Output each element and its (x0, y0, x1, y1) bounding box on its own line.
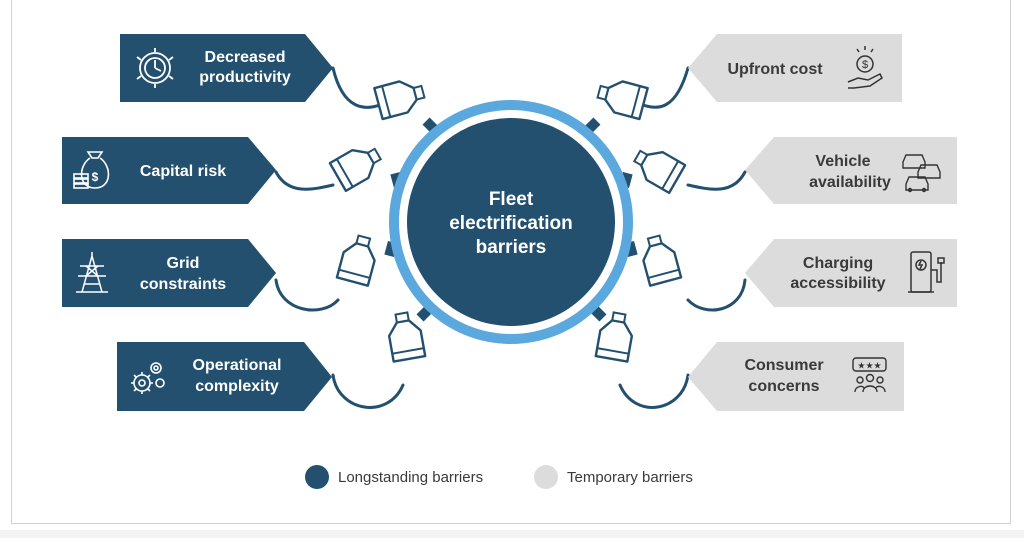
label-vehicle-availability-line1: Vehicle (815, 153, 870, 170)
center-hub: Fleet electrification barriers (389, 100, 633, 344)
center-title-line2: electrification (449, 213, 573, 234)
hand-coin-icon: $ (847, 46, 883, 89)
svg-text:$: $ (92, 170, 99, 184)
label-charging-accessibility-line1: Charging (803, 255, 873, 272)
center-title-line3: barriers (476, 237, 547, 258)
label-grid-constraints: Grid constraints (62, 239, 276, 307)
label-vehicle-availability: Vehicle availability (745, 137, 957, 204)
label-consumer-concerns-line2: concerns (748, 378, 819, 395)
people-stars-icon: ★★★ (852, 357, 887, 393)
legend-swatch-longstanding (305, 465, 329, 489)
label-operational-complexity: Operational complexity (117, 342, 332, 411)
label-decreased-productivity: Decreased productivity (120, 34, 333, 102)
plug-left-1 (373, 75, 429, 121)
label-decreased-productivity-line2: productivity (199, 69, 291, 86)
legend-label-temporary: Temporary barriers (567, 469, 693, 486)
legend: Longstanding barriers Temporary barriers (305, 465, 693, 489)
plug-right-3 (637, 231, 683, 287)
svg-text:★★★: ★★★ (857, 362, 881, 372)
clock-gear-icon (136, 48, 174, 88)
label-upfront-cost-line1: Upfront cost (727, 61, 823, 78)
gears-icon (131, 362, 165, 394)
charging-station-icon (908, 251, 945, 293)
label-grid-constraints-line2: constraints (140, 276, 226, 293)
plug-left-2 (328, 138, 387, 193)
power-tower-icon (76, 252, 108, 293)
label-charging-accessibility-line2: accessibility (790, 275, 885, 292)
label-upfront-cost: Upfront cost (688, 34, 902, 102)
label-consumer-concerns-line1: Consumer (744, 357, 823, 374)
cars-icon (902, 154, 941, 193)
label-grid-constraints-line1: Grid (167, 255, 200, 272)
label-capital-risk: Capital risk (62, 137, 276, 204)
plug-left-3 (335, 231, 381, 287)
plug-right-1 (593, 75, 649, 121)
label-consumer-concerns: Consumer concerns (688, 342, 904, 411)
plug-right-2 (628, 140, 687, 195)
label-decreased-productivity-line1: Decreased (205, 49, 286, 66)
label-capital-risk-line1: Capital risk (140, 163, 226, 180)
bottom-strip (0, 530, 1024, 538)
plug-left-4 (384, 309, 427, 363)
label-operational-complexity-line2: complexity (195, 378, 279, 395)
svg-text:$: $ (862, 59, 868, 71)
label-operational-complexity-line1: Operational (193, 357, 282, 374)
money-bag-icon: $ (73, 151, 110, 189)
legend-swatch-temporary (534, 465, 558, 489)
legend-label-longstanding: Longstanding barriers (338, 469, 483, 486)
label-charging-accessibility: Charging accessibility (745, 239, 957, 307)
center-title-line1: Fleet (489, 189, 534, 210)
label-vehicle-availability-line2: availability (809, 174, 891, 191)
